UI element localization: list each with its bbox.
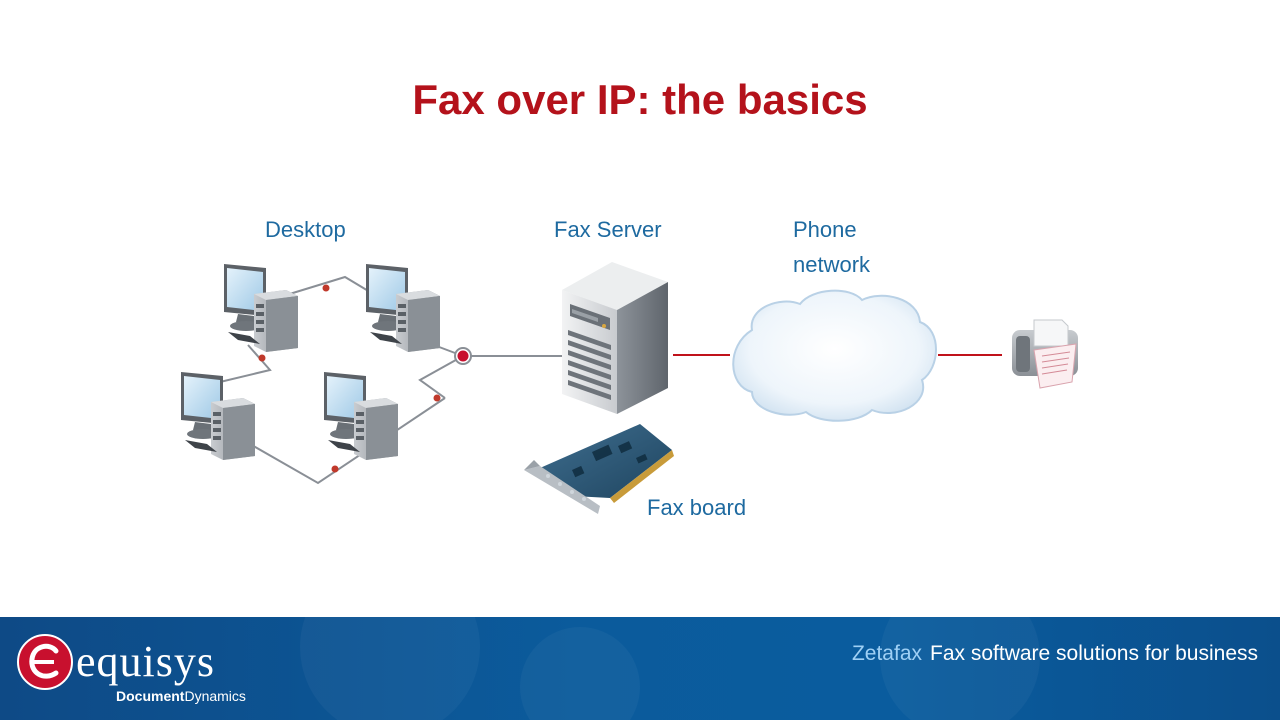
desktop-computer-icon	[324, 372, 398, 460]
footer-decoration	[300, 617, 480, 720]
lan-connectors	[258, 284, 441, 473]
slide-title: Fax over IP: the basics	[412, 76, 868, 123]
fax-board-icon	[524, 424, 674, 514]
network-hub-icon	[454, 347, 472, 365]
phone-network-label-line2: network	[793, 252, 871, 277]
fax-board-label: Fax board	[647, 495, 747, 520]
desktop-computer-icon	[224, 264, 298, 352]
phone-network-label-line1: Phone	[793, 217, 857, 242]
footer-decoration	[520, 627, 640, 720]
fax-server-label: Fax Server	[554, 217, 662, 242]
zetafax-brand: Zetafax	[851, 642, 923, 665]
fax-machine-icon	[1012, 319, 1078, 389]
document-dynamics-logo-text: DocumentDynamics	[116, 688, 246, 704]
desktop-computer-icon	[181, 372, 255, 460]
footer-bar: equisys DocumentDynamics Zetafax Fax soft…	[0, 617, 1280, 720]
phone-network-cloud-icon	[732, 289, 937, 422]
fax-server-icon	[562, 262, 668, 414]
network-diagram	[181, 262, 1078, 514]
tagline-text: Fax software solutions for business	[930, 642, 1258, 665]
desktop-computer-icon	[366, 264, 440, 352]
desktop-label: Desktop	[265, 217, 346, 242]
equisys-logo-icon	[17, 634, 73, 690]
equisys-logo-text: equisys	[76, 637, 215, 686]
footer-decoration	[880, 617, 1040, 720]
footer-tagline: Zetafax Fax software solutions for busine…	[852, 642, 1258, 666]
